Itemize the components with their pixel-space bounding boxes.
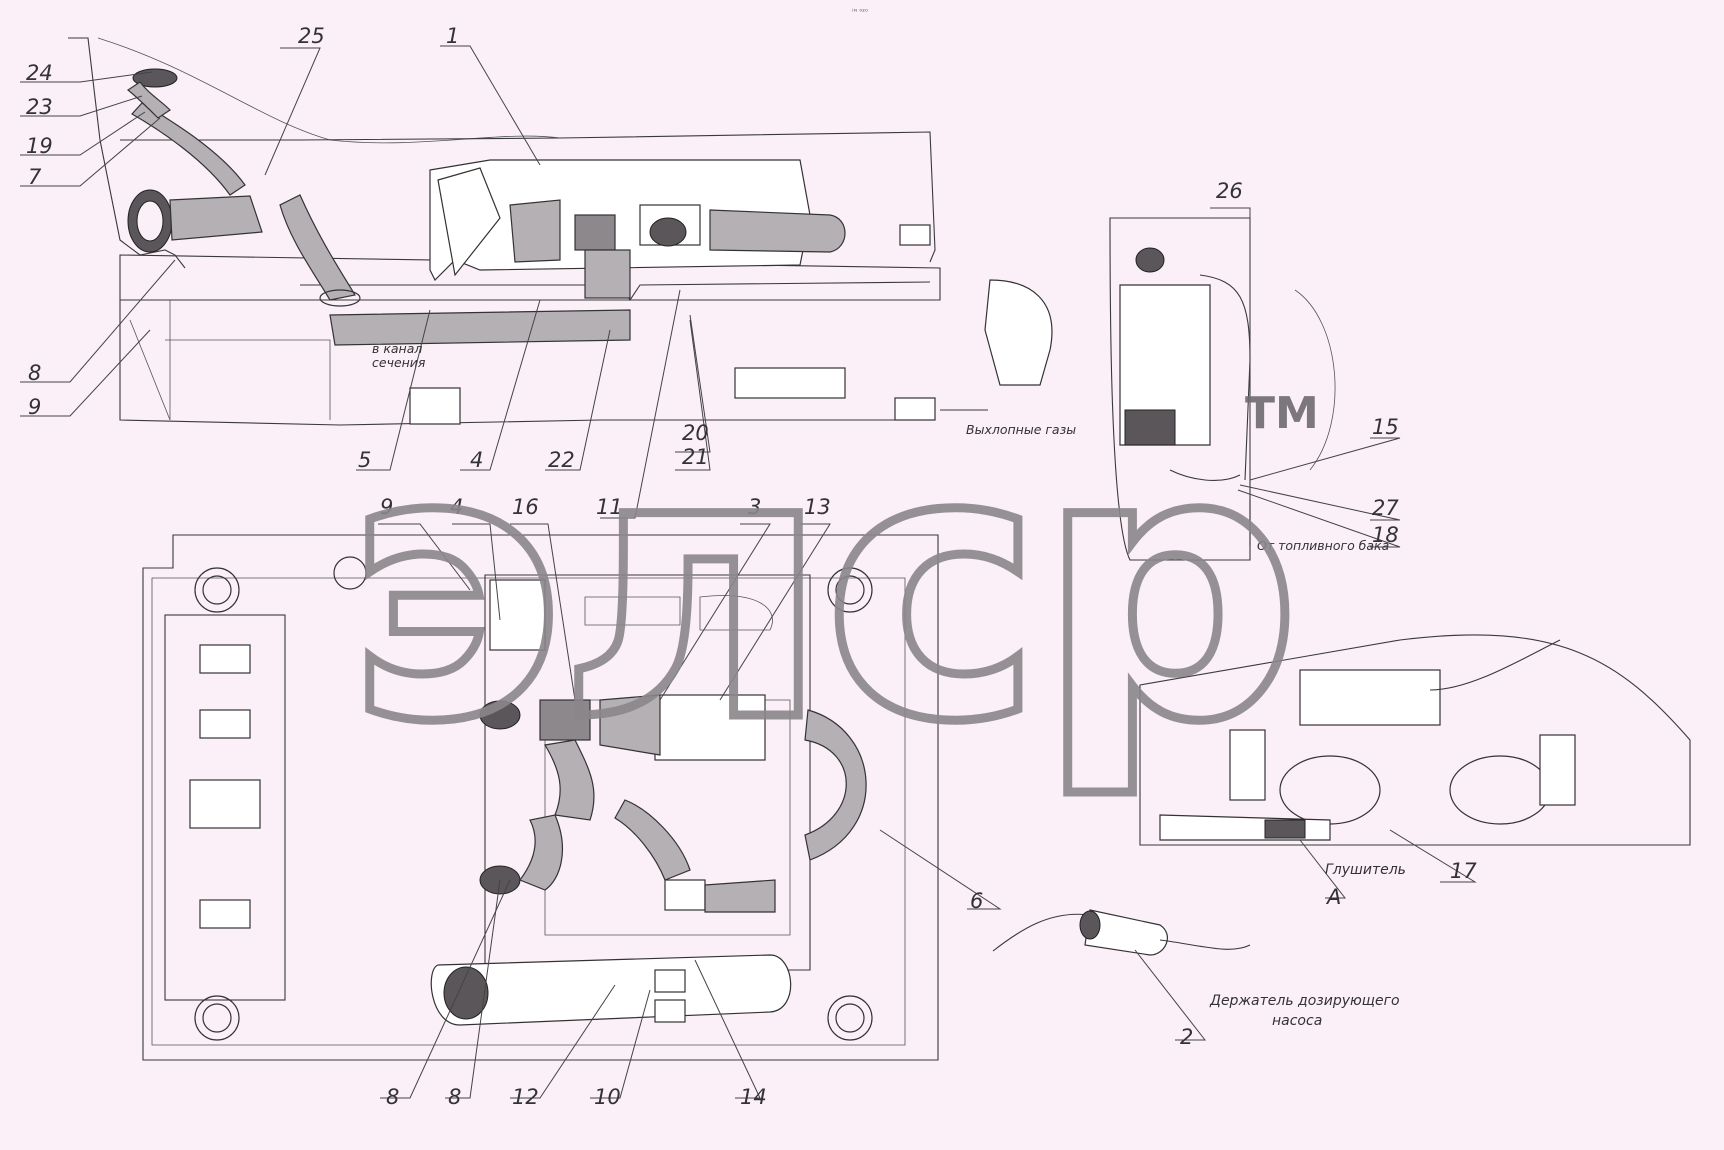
note-pump-holder-2: насоса <box>1272 1013 1322 1029</box>
callout-3: 3 <box>748 495 761 519</box>
callout-17: 17 <box>1450 859 1477 883</box>
callout-9-side: 9 <box>28 395 41 419</box>
callout-25: 25 <box>298 24 325 48</box>
callout-labels: 24 23 19 7 25 1 8 9 5 4 22 20 21 11 9 4 … <box>26 24 1477 1109</box>
dosing-pump: Держатель дозирующего насоса <box>992 909 1400 1029</box>
callout-1: 1 <box>446 24 459 48</box>
callout-20: 20 <box>682 421 709 445</box>
callout-2: 2 <box>1180 1025 1193 1049</box>
callout-18: 18 <box>1372 523 1399 547</box>
leader-lines <box>20 45 1477 1099</box>
callout-7: 7 <box>28 165 42 189</box>
callout-14: 14 <box>740 1085 767 1109</box>
callout-19: 19 <box>26 134 53 158</box>
muffler-detail: Глушитель <box>1139 634 1691 878</box>
watermark: элср TM <box>341 369 1319 808</box>
callout-27: 27 <box>1372 496 1399 520</box>
callout-5: 5 <box>358 448 371 472</box>
top-view <box>142 534 939 1061</box>
callout-8-top-a: 8 <box>386 1085 399 1109</box>
callout-12: 12 <box>512 1085 539 1109</box>
note-from-tank: От топливного бака <box>1257 538 1389 553</box>
callout-26: 26 <box>1216 179 1243 203</box>
callout-11: 11 <box>596 495 623 519</box>
callout-8-top-b: 8 <box>448 1085 461 1109</box>
callout-21: 21 <box>682 445 709 469</box>
callout-4-side: 4 <box>470 448 483 472</box>
watermark-tm: TM <box>1245 388 1319 439</box>
header-tiny-label: ᶤᴺ ⁰²⁰ <box>852 8 868 16</box>
note-duct-2: сечения <box>372 355 426 370</box>
callout-9-top: 9 <box>380 495 393 519</box>
note-duct-1: в канал <box>372 341 422 356</box>
callout-16: 16 <box>512 495 539 519</box>
callout-23: 23 <box>26 95 53 119</box>
note-pump-holder-1: Держатель дозирующего <box>1209 993 1400 1009</box>
callout-15: 15 <box>1372 415 1399 439</box>
callout-4-top: 4 <box>450 495 463 519</box>
callout-A: A <box>1325 885 1341 909</box>
side-view: в канал сечения Выхлопные газы <box>68 37 1076 437</box>
watermark-text: элср <box>345 373 1296 803</box>
callout-10: 10 <box>594 1085 621 1109</box>
callout-24: 24 <box>26 61 53 85</box>
callout-6: 6 <box>970 889 983 913</box>
callout-22: 22 <box>548 448 575 472</box>
callout-8-side: 8 <box>28 361 41 385</box>
callout-13: 13 <box>804 495 831 519</box>
note-muffler: Глушитель <box>1325 862 1406 878</box>
fuel-pump-detail: От топливного бака <box>1109 217 1389 561</box>
note-exhaust: Выхлопные газы <box>966 422 1076 437</box>
